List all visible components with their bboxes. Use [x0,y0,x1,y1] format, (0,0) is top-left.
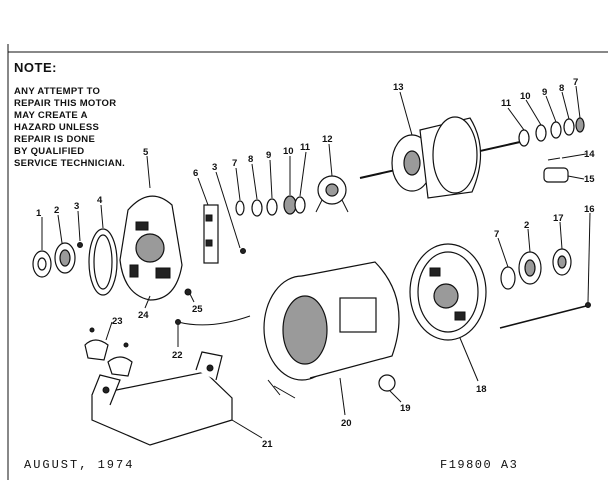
note-title: NOTE: [14,60,57,75]
callout-10b: 10 [520,91,531,102]
part-gasket-4 [88,228,118,296]
callout-7c: 7 [494,229,499,240]
callout-21: 21 [262,439,273,450]
part-washer-set-right [518,117,585,147]
callout-17: 17 [553,213,564,224]
note-line: SERVICE TECHNICIAN. [14,158,126,169]
part-screw-25 [184,288,192,296]
callout-13: 13 [393,82,404,93]
callout-11: 11 [300,142,311,153]
leader-lines [41,85,591,439]
callout-23: 23 [112,316,123,327]
part-base-21 [91,351,233,446]
part-screw-3 [77,242,83,248]
part-clip-14 [547,157,561,161]
note-line: BY QUALIFIED [14,146,85,157]
callout-15: 15 [584,174,595,185]
callout-7: 7 [232,158,237,169]
note-line: MAY CREATE A [14,110,88,121]
callout-22: 22 [172,350,183,361]
part-screw-3b [240,248,246,254]
callout-11b: 11 [501,98,512,109]
part-bolt-16 [499,302,591,329]
part-switch-6 [203,204,219,264]
callout-3b: 3 [212,162,217,173]
part-lead-22 [175,315,251,326]
callout-9b: 9 [542,87,547,98]
callout-7b: 7 [573,77,578,88]
footer-diagram-code: F19800 A3 [440,458,519,472]
callout-14: 14 [584,149,595,160]
note-line: HAZARD UNLESS [14,122,100,133]
callout-20: 20 [341,418,352,429]
callout-16: 16 [584,204,595,215]
callout-2: 2 [54,205,59,216]
callout-5: 5 [143,147,149,158]
callout-8: 8 [248,154,253,165]
footer-date: AUGUST, 1974 [24,458,135,472]
part-clamps-23 [84,327,133,377]
callout-25: 25 [192,304,203,315]
part-bearing-2 [54,242,76,274]
part-end-bell-18 [409,243,487,341]
note-line: REPAIR THIS MOTOR [14,98,117,109]
part-centrifugal-12 [315,175,349,213]
callout-3: 3 [74,201,79,212]
callout-2b: 2 [524,220,529,231]
part-ball-19 [378,374,396,392]
callout-18: 18 [476,384,487,395]
part-end-bracket-5 [119,195,183,301]
callout-8b: 8 [559,83,564,94]
part-bearing-right [500,248,572,290]
callout-24: 24 [138,310,149,321]
callout-4: 4 [97,195,103,206]
part-stator-20 [263,261,400,399]
callout-12: 12 [322,134,333,145]
callout-10: 10 [283,146,294,157]
part-washer-set-left [235,195,306,217]
part-washer-1 [32,250,52,278]
note-line: ANY ATTEMPT TO [14,86,101,97]
callout-19: 19 [400,403,411,414]
callout-1: 1 [36,208,42,219]
callout-9: 9 [266,150,271,161]
part-sleeve-15 [543,167,569,183]
callout-6: 6 [193,168,198,179]
note-line: REPAIR IS DONE [14,134,96,145]
